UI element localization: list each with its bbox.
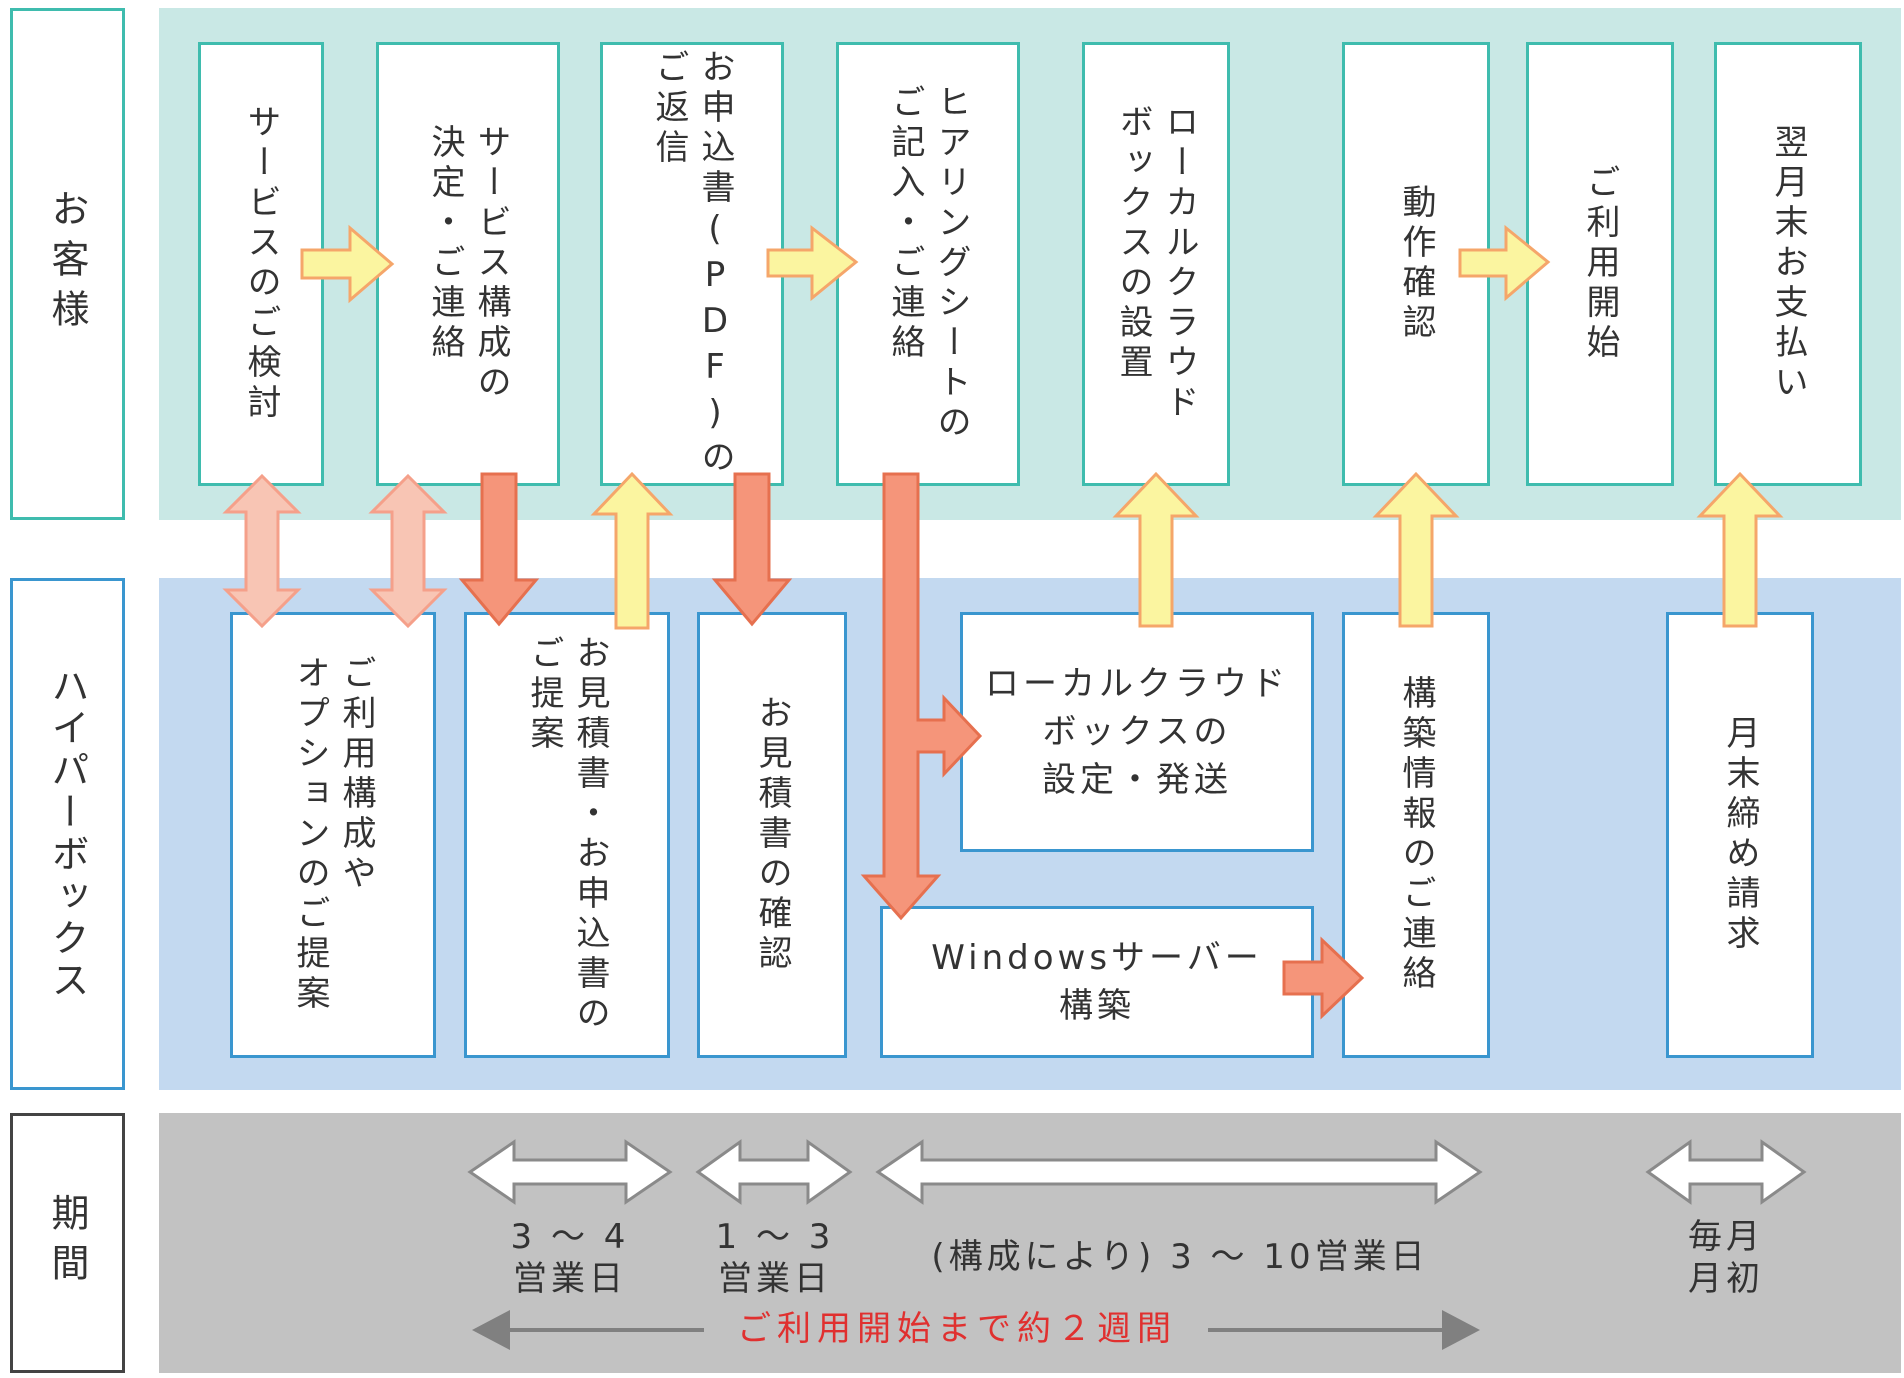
step-hearing-sheet-label: ヒアリングシートの ご記入・ご連絡	[885, 84, 971, 444]
arrow-up-3	[1372, 471, 1460, 628]
hb-billing: 月末締め請求	[1666, 612, 1814, 1058]
hb-proposal-label: ご利用構成や オプションのご提案	[290, 655, 376, 1015]
step-service-start-label: ご利用開始	[1580, 164, 1620, 364]
customer-lane-text: お客様	[45, 189, 89, 339]
step-local-box-install-label: ローカルクラウド ボックスの設置	[1113, 104, 1199, 424]
arrow-right-2	[766, 224, 859, 302]
step-service-start: ご利用開始	[1526, 42, 1674, 486]
arrow-up-2	[1112, 471, 1200, 628]
arrow-down-long	[860, 472, 983, 921]
hb-proposal: ご利用構成や オプションのご提案	[230, 612, 436, 1058]
step-payment-label: 翌月末お支払い	[1768, 124, 1808, 404]
period-label-4: 毎月 月初	[1688, 1217, 1764, 1299]
arrow-right-3	[1458, 224, 1551, 302]
period-lane-text: 期間	[45, 1193, 89, 1293]
step-local-box-install: ローカルクラウド ボックスの設置	[1082, 42, 1230, 486]
hb-quote-label: お見積書・お申込書の ご提案	[524, 635, 610, 1035]
step-payment: 翌月末お支払い	[1714, 42, 1862, 486]
period-label-1: 3 〜 4 営業日	[510, 1217, 630, 1299]
period-arrow-3	[875, 1139, 1483, 1205]
hb-build-info-label: 構築情報のご連絡	[1396, 675, 1436, 995]
hyperbox-lane-label: ハイパーボックス	[10, 578, 125, 1090]
step-application-return: お申込書(PDF)の ご返信	[600, 42, 784, 486]
customer-lane-label: お客様	[10, 8, 125, 520]
period-arrow-1	[467, 1139, 673, 1205]
hb-local-box-label: ローカルクラウド ボックスの 設定・発送	[985, 664, 1289, 800]
step-service-decision: サービス構成の 決定・ご連絡	[376, 42, 560, 486]
total-duration-label: ご利用開始まで約２週間	[737, 1309, 1177, 1349]
step-operation-check-label: 動作確認	[1396, 184, 1436, 344]
arrow-bidir-1	[222, 473, 302, 629]
arrow-down-2	[711, 472, 793, 627]
step-hearing-sheet: ヒアリングシートの ご記入・ご連絡	[836, 42, 1020, 486]
total-arrow-right-head	[1442, 1310, 1480, 1350]
hb-confirm: お見積書の確認	[697, 612, 847, 1058]
period-arrow-2	[695, 1139, 853, 1205]
total-arrow-left-head	[472, 1310, 510, 1350]
arrow-right-windows	[1282, 936, 1365, 1020]
hyperbox-lane-text: ハイパーボックス	[45, 666, 89, 1002]
hb-quote: お見積書・お申込書の ご提案	[464, 612, 670, 1058]
arrow-up-1	[590, 471, 674, 630]
hb-confirm-label: お見積書の確認	[752, 695, 792, 975]
hb-local-box: ローカルクラウド ボックスの 設定・発送	[960, 612, 1314, 852]
hb-windows-label: Windowsサーバー 構築	[931, 938, 1263, 1026]
step-service-consideration-label: サービスのご検討	[241, 104, 281, 424]
period-lane-label: 期間	[10, 1113, 125, 1373]
period-label-3: (構成により) 3 〜 10営業日	[931, 1237, 1429, 1277]
step-application-return-label: お申込書(PDF)の ご返信	[649, 49, 735, 479]
hb-billing-label: 月末締め請求	[1720, 715, 1760, 955]
hb-windows: Windowsサーバー 構築	[880, 906, 1314, 1058]
period-arrow-4	[1645, 1139, 1807, 1205]
hb-build-info: 構築情報のご連絡	[1342, 612, 1490, 1058]
period-lane-band	[159, 1113, 1901, 1373]
arrow-bidir-2	[368, 473, 448, 629]
period-label-2: 1 〜 3 営業日	[715, 1217, 835, 1299]
arrow-down-1	[458, 472, 540, 627]
arrow-right-1	[300, 224, 395, 304]
step-service-decision-label: サービス構成の 決定・ご連絡	[425, 124, 511, 404]
arrow-up-4	[1696, 471, 1784, 628]
